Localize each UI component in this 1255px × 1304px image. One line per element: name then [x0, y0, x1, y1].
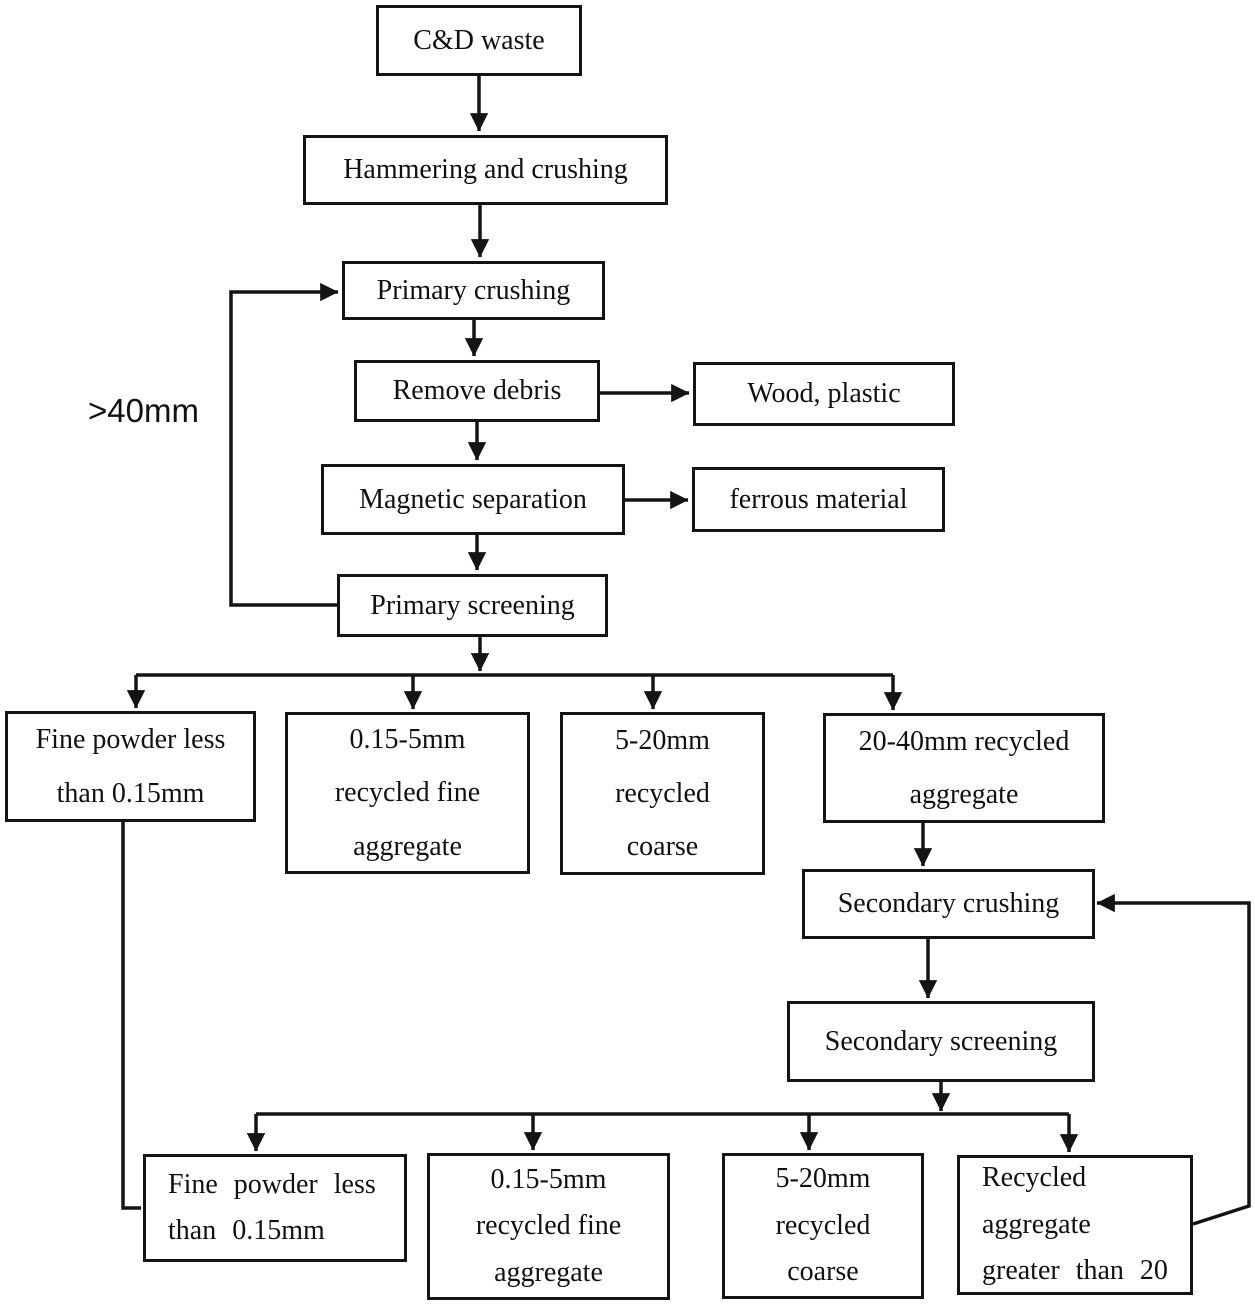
- node-remove-debris: Remove debris: [354, 360, 600, 422]
- edge-aggregate-loop-to-secondary-crushing: [1096, 893, 1251, 1226]
- node-secondary-screening: Secondary screening: [787, 1001, 1095, 1082]
- node-fine-powder-second: Fine powder less than 0.15mm: [143, 1154, 407, 1262]
- node-fine-powder-first: Fine powder less than 0.15mm: [5, 711, 256, 822]
- node-aggregate-greater-20: Recycled aggregate greater than 20: [957, 1155, 1193, 1295]
- node-secondary-crushing: Secondary crushing: [802, 869, 1095, 939]
- edge-screening-loop-to-primary-crushing: [229, 282, 339, 607]
- node-magnetic-separation: Magnetic separation: [321, 464, 625, 535]
- node-aggregate-20-40: 20-40mm recycled aggregate: [823, 713, 1105, 823]
- node-hammering-and-crushing: Hammering and crushing: [303, 135, 668, 205]
- node-wood-plastic: Wood, plastic: [693, 362, 955, 426]
- recycle-loop-size-label: >40mm: [88, 392, 199, 429]
- node-fine-aggregate-first: 0.15-5mm recycled fine aggregate: [285, 712, 530, 874]
- node-ferrous-material: ferrous material: [692, 467, 945, 532]
- node-primary-screening: Primary screening: [337, 574, 608, 637]
- node-cd-waste: C&D waste: [376, 5, 582, 76]
- node-primary-crushing: Primary crushing: [342, 261, 605, 320]
- edge-fine-powder-link: [121, 822, 141, 1210]
- node-coarse-second: 5-20mm recycled coarse: [722, 1153, 924, 1299]
- node-fine-aggregate-second: 0.15-5mm recycled fine aggregate: [427, 1153, 670, 1300]
- node-coarse-first: 5-20mm recycled coarse: [560, 712, 765, 875]
